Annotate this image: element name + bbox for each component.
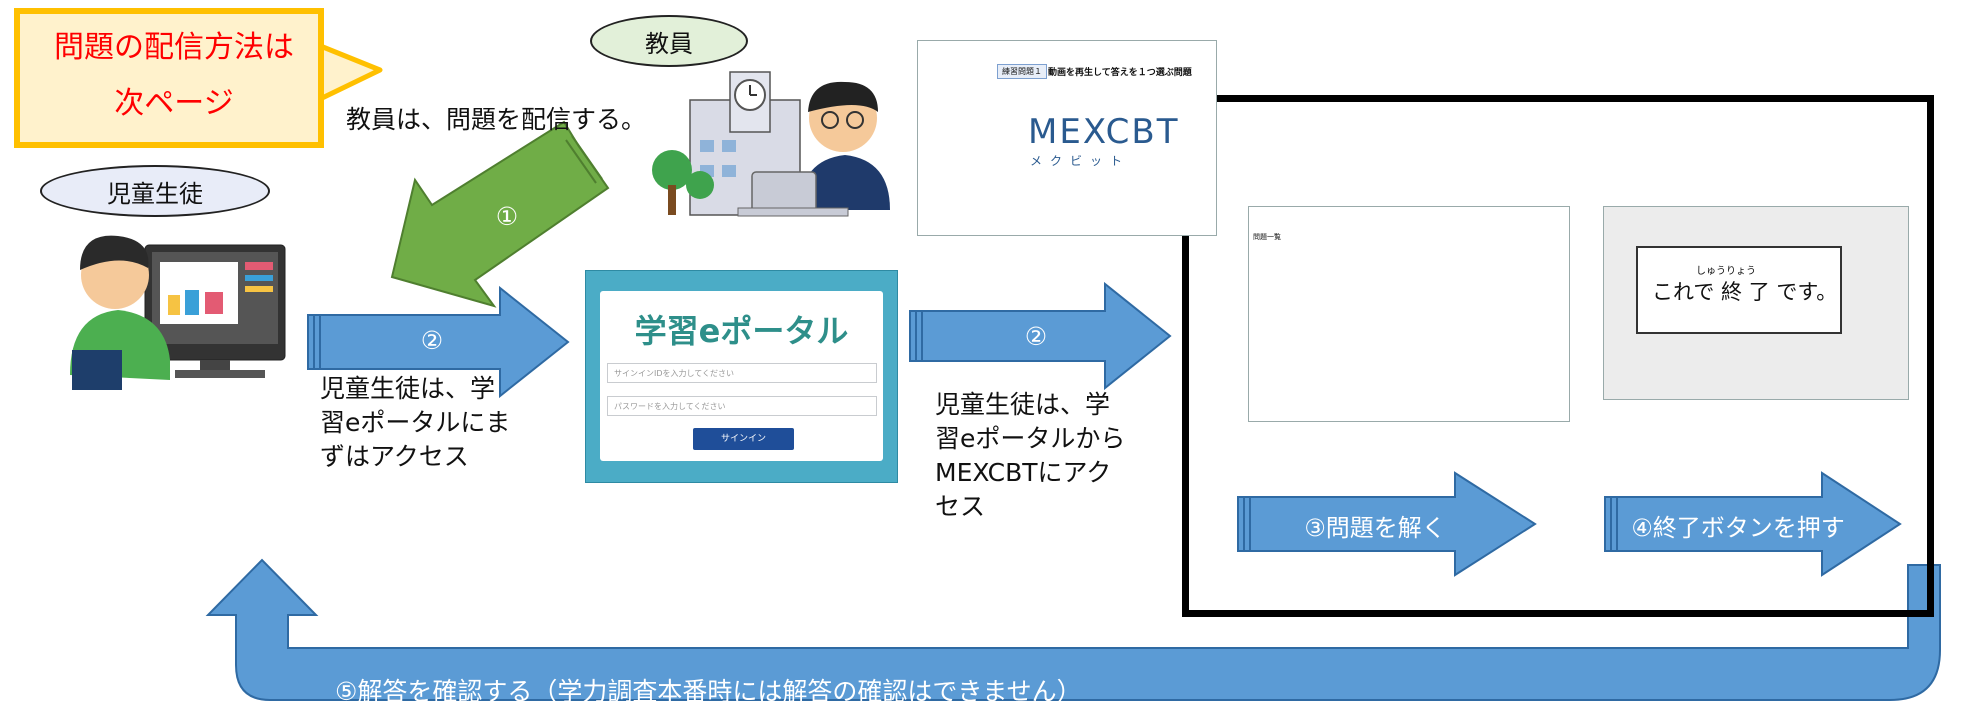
mexcbt-question-heading: 動画を再生して答えを１つ選ぶ問題: [1048, 68, 1192, 78]
arrow-step4-icon: [1604, 471, 1902, 577]
teacher-action-text: 教員は、問題を配信する。: [346, 105, 647, 134]
cbt-screenshot: [1248, 206, 1570, 422]
step1-label: ①: [495, 202, 519, 231]
mexcbt-logo-kana: メクビット: [1030, 154, 1131, 168]
finish-text: これで 終 了 です。: [1652, 280, 1838, 304]
student-mexcbt-line: MEXCBTにアク: [935, 458, 1112, 487]
student-mexcbt-line: 習eポータルから: [935, 424, 1126, 453]
callout-line1: 問題の配信方法は: [54, 30, 294, 65]
student-illustration-icon: [70, 235, 286, 390]
arrow-step2-right-icon: [909, 281, 1172, 391]
return-arrow-icon: [205, 558, 1941, 701]
green-arrow-icon: [390, 120, 610, 308]
portal-signin-button[interactable]: サインイン: [693, 428, 794, 450]
student-label: 児童生徒: [40, 165, 270, 217]
finish-ruby: しゅうりょう: [1696, 266, 1756, 277]
cbt-header: 全国学力・学習状況調査 令和５年度小学校理科 大問４: [1252, 215, 1409, 222]
step5-label: ⑤解答を確認する（学力調査本番時には解答の確認はできません）: [335, 677, 1082, 706]
arrow-step2-left-icon: [307, 285, 570, 399]
step2-right-label: ②: [1024, 322, 1048, 351]
callout-line2: 次ページ: [114, 86, 234, 121]
step4-label: ④終了ボタンを押す: [1631, 514, 1845, 542]
mexcbt-logo-text: MEXCBT: [1028, 112, 1180, 152]
student-mexcbt-line: セス: [935, 492, 986, 521]
teacher-label: 教員: [590, 15, 748, 67]
step2-left-label: ②: [420, 326, 444, 355]
portal-password-input[interactable]: パスワードを入力してください: [607, 396, 877, 416]
arrow-step3-icon: [1237, 471, 1537, 577]
mexcbt-badge: 練習問題１: [997, 64, 1047, 79]
student-portal-line: 習eポータルにま: [320, 408, 511, 437]
mexcbt-frame: [1182, 95, 1934, 617]
portal-id-input[interactable]: サインインIDを入力してください: [607, 363, 877, 383]
student-portal-line: ずはアクセス: [320, 442, 469, 471]
finish-dialog: [1636, 246, 1842, 334]
student-mexcbt-line: 児童生徒は、学: [935, 390, 1111, 419]
cbt-list-title: 問題一覧: [1253, 233, 1281, 241]
callout-tail-icon: [315, 42, 383, 103]
callout-box: [14, 8, 324, 148]
student-portal-line: 児童生徒は、学: [320, 374, 496, 403]
step3-label: ③問題を解く: [1304, 514, 1446, 542]
student-mexcbt-text: 児童生徒は、学 習eポータルから MEXCBTにアク セス: [935, 388, 1135, 524]
mexcbt-screenshot: [917, 40, 1217, 236]
portal-title: 学習eポータル: [634, 312, 849, 350]
teacher-illustration-icon: [652, 71, 890, 217]
student-portal-text: 児童生徒は、学 習eポータルにま ずはアクセス: [320, 372, 520, 474]
